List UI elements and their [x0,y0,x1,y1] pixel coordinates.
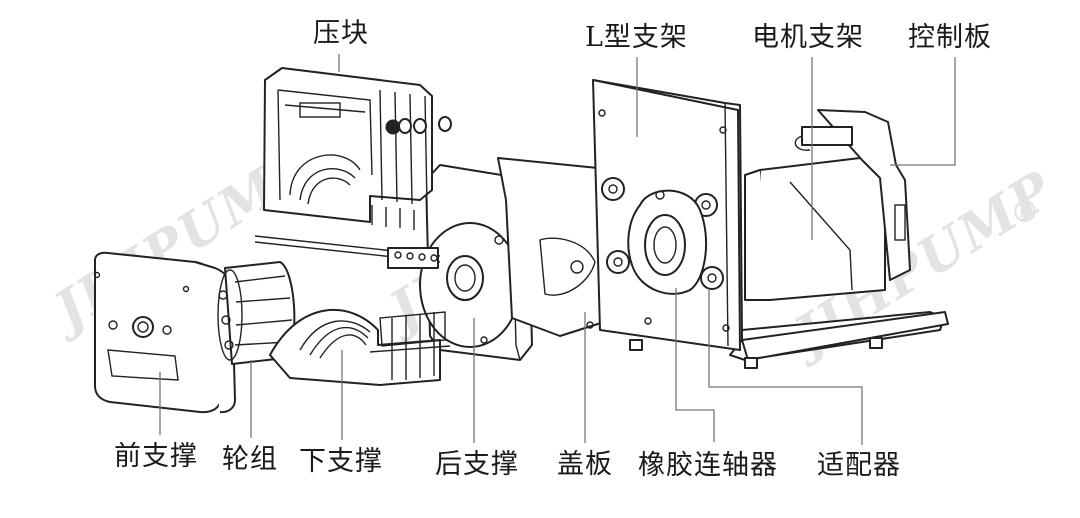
pressure-block-part [263,67,452,230]
label-control-board: 控制板 [908,22,992,53]
registered-mark: ® [1010,195,1042,230]
label-lower-support: 下支撑 [299,446,383,477]
label-motor-bracket: 电机支架 [752,22,864,53]
leader-lines [159,54,956,445]
label-front-support: 前支撑 [114,441,198,472]
label-roller-group: 轮组 [222,444,278,475]
leader-rubber-coupling [675,288,715,442]
label-rear-support: 后支撑 [435,449,519,480]
coupling-part [627,189,707,295]
label-l-bracket: L型支架 [585,22,688,53]
label-adapter: 适配器 [817,450,901,481]
leader-control-board [890,57,956,166]
label-pressure-block: 压块 [313,18,369,49]
label-cover-plate: 盖板 [557,449,613,480]
roller-group-part [217,261,296,365]
label-rubber-coupling: 橡胶连轴器 [638,450,778,481]
leader-adapter [708,290,863,445]
cover-plate-part [497,157,605,337]
front-support-part [93,251,236,414]
motor-part [744,109,911,301]
lower-support-part [254,235,451,386]
rear-support-part [419,164,533,361]
